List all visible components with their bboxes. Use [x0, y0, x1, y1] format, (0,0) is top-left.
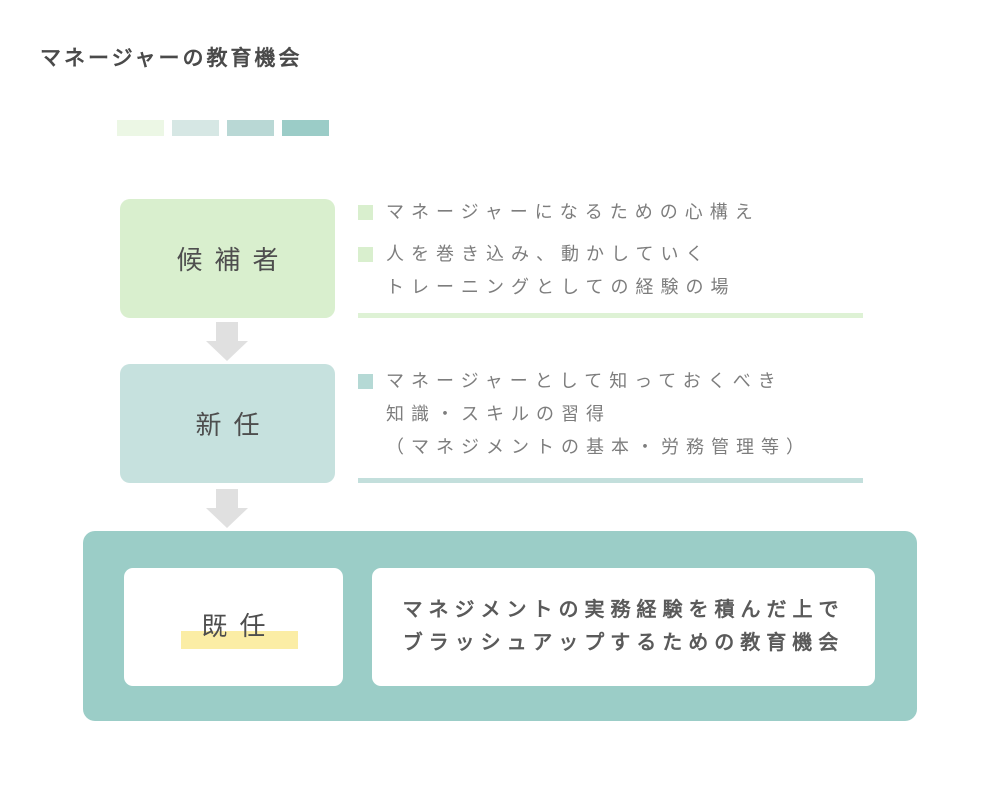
stage-label-newly-appointed: 新任: [195, 410, 272, 440]
stage-box-incumbent: 既任: [124, 568, 343, 686]
stage-label-incumbent: 既任: [181, 605, 298, 649]
down-arrow-icon: [206, 322, 248, 361]
legend-swatch-4-icon: [282, 120, 329, 136]
description-line: マネジメントの実務経験を積んだ上で: [402, 599, 845, 621]
stage-notes-newly-appointed: マネージャーとして知っておくべき 知識・スキルの習得 （マネジメントの基本・労務…: [358, 365, 870, 473]
arrow-head: [206, 341, 248, 361]
final-stage-container: 既任 マネジメントの実務経験を積んだ上で ブラッシュアップするための教育機会: [83, 531, 917, 721]
note-item: 人を巻き込み、動かしていく トレーニングとしての経験の場: [358, 238, 870, 304]
stage-underline-newly-appointed: [358, 478, 863, 483]
note-line: （マネジメントの基本・労務管理等）: [386, 437, 811, 457]
stage-label-candidate: 候補者: [176, 245, 291, 275]
square-bullet-icon: [358, 374, 373, 389]
note-line: マネージャーになるための心構え: [386, 202, 760, 222]
note-item: マネージャーになるための心構え: [358, 196, 870, 229]
final-stage-description-box: マネジメントの実務経験を積んだ上で ブラッシュアップするための教育機会: [372, 568, 875, 686]
arrow-shaft: [216, 322, 238, 341]
stage-notes-candidate: マネージャーになるための心構え 人を巻き込み、動かしていく トレーニングとしての…: [358, 196, 870, 313]
description-line: ブラッシュアップするための教育機会: [402, 632, 845, 654]
down-arrow-icon: [206, 489, 248, 528]
stage-underline-candidate: [358, 313, 863, 318]
square-bullet-icon: [358, 205, 373, 220]
stage-box-newly-appointed: 新任: [120, 364, 335, 483]
note-line: 知識・スキルの習得: [386, 404, 611, 424]
arrow-shaft: [216, 489, 238, 508]
arrow-head: [206, 508, 248, 528]
stage-box-candidate: 候補者: [120, 199, 335, 318]
legend-swatch-1-icon: [117, 120, 164, 136]
note-line: マネージャーとして知っておくべき: [386, 371, 783, 391]
page-title: マネージャーの教育機会: [40, 47, 303, 70]
color-legend: [117, 120, 329, 136]
note-item: マネージャーとして知っておくべき 知識・スキルの習得 （マネジメントの基本・労務…: [358, 365, 870, 464]
legend-swatch-3-icon: [227, 120, 274, 136]
square-bullet-icon: [358, 247, 373, 262]
note-line: トレーニングとしての経験の場: [386, 277, 736, 297]
note-line: 人を巻き込み、動かしていく: [386, 244, 711, 264]
legend-swatch-2-icon: [172, 120, 219, 136]
